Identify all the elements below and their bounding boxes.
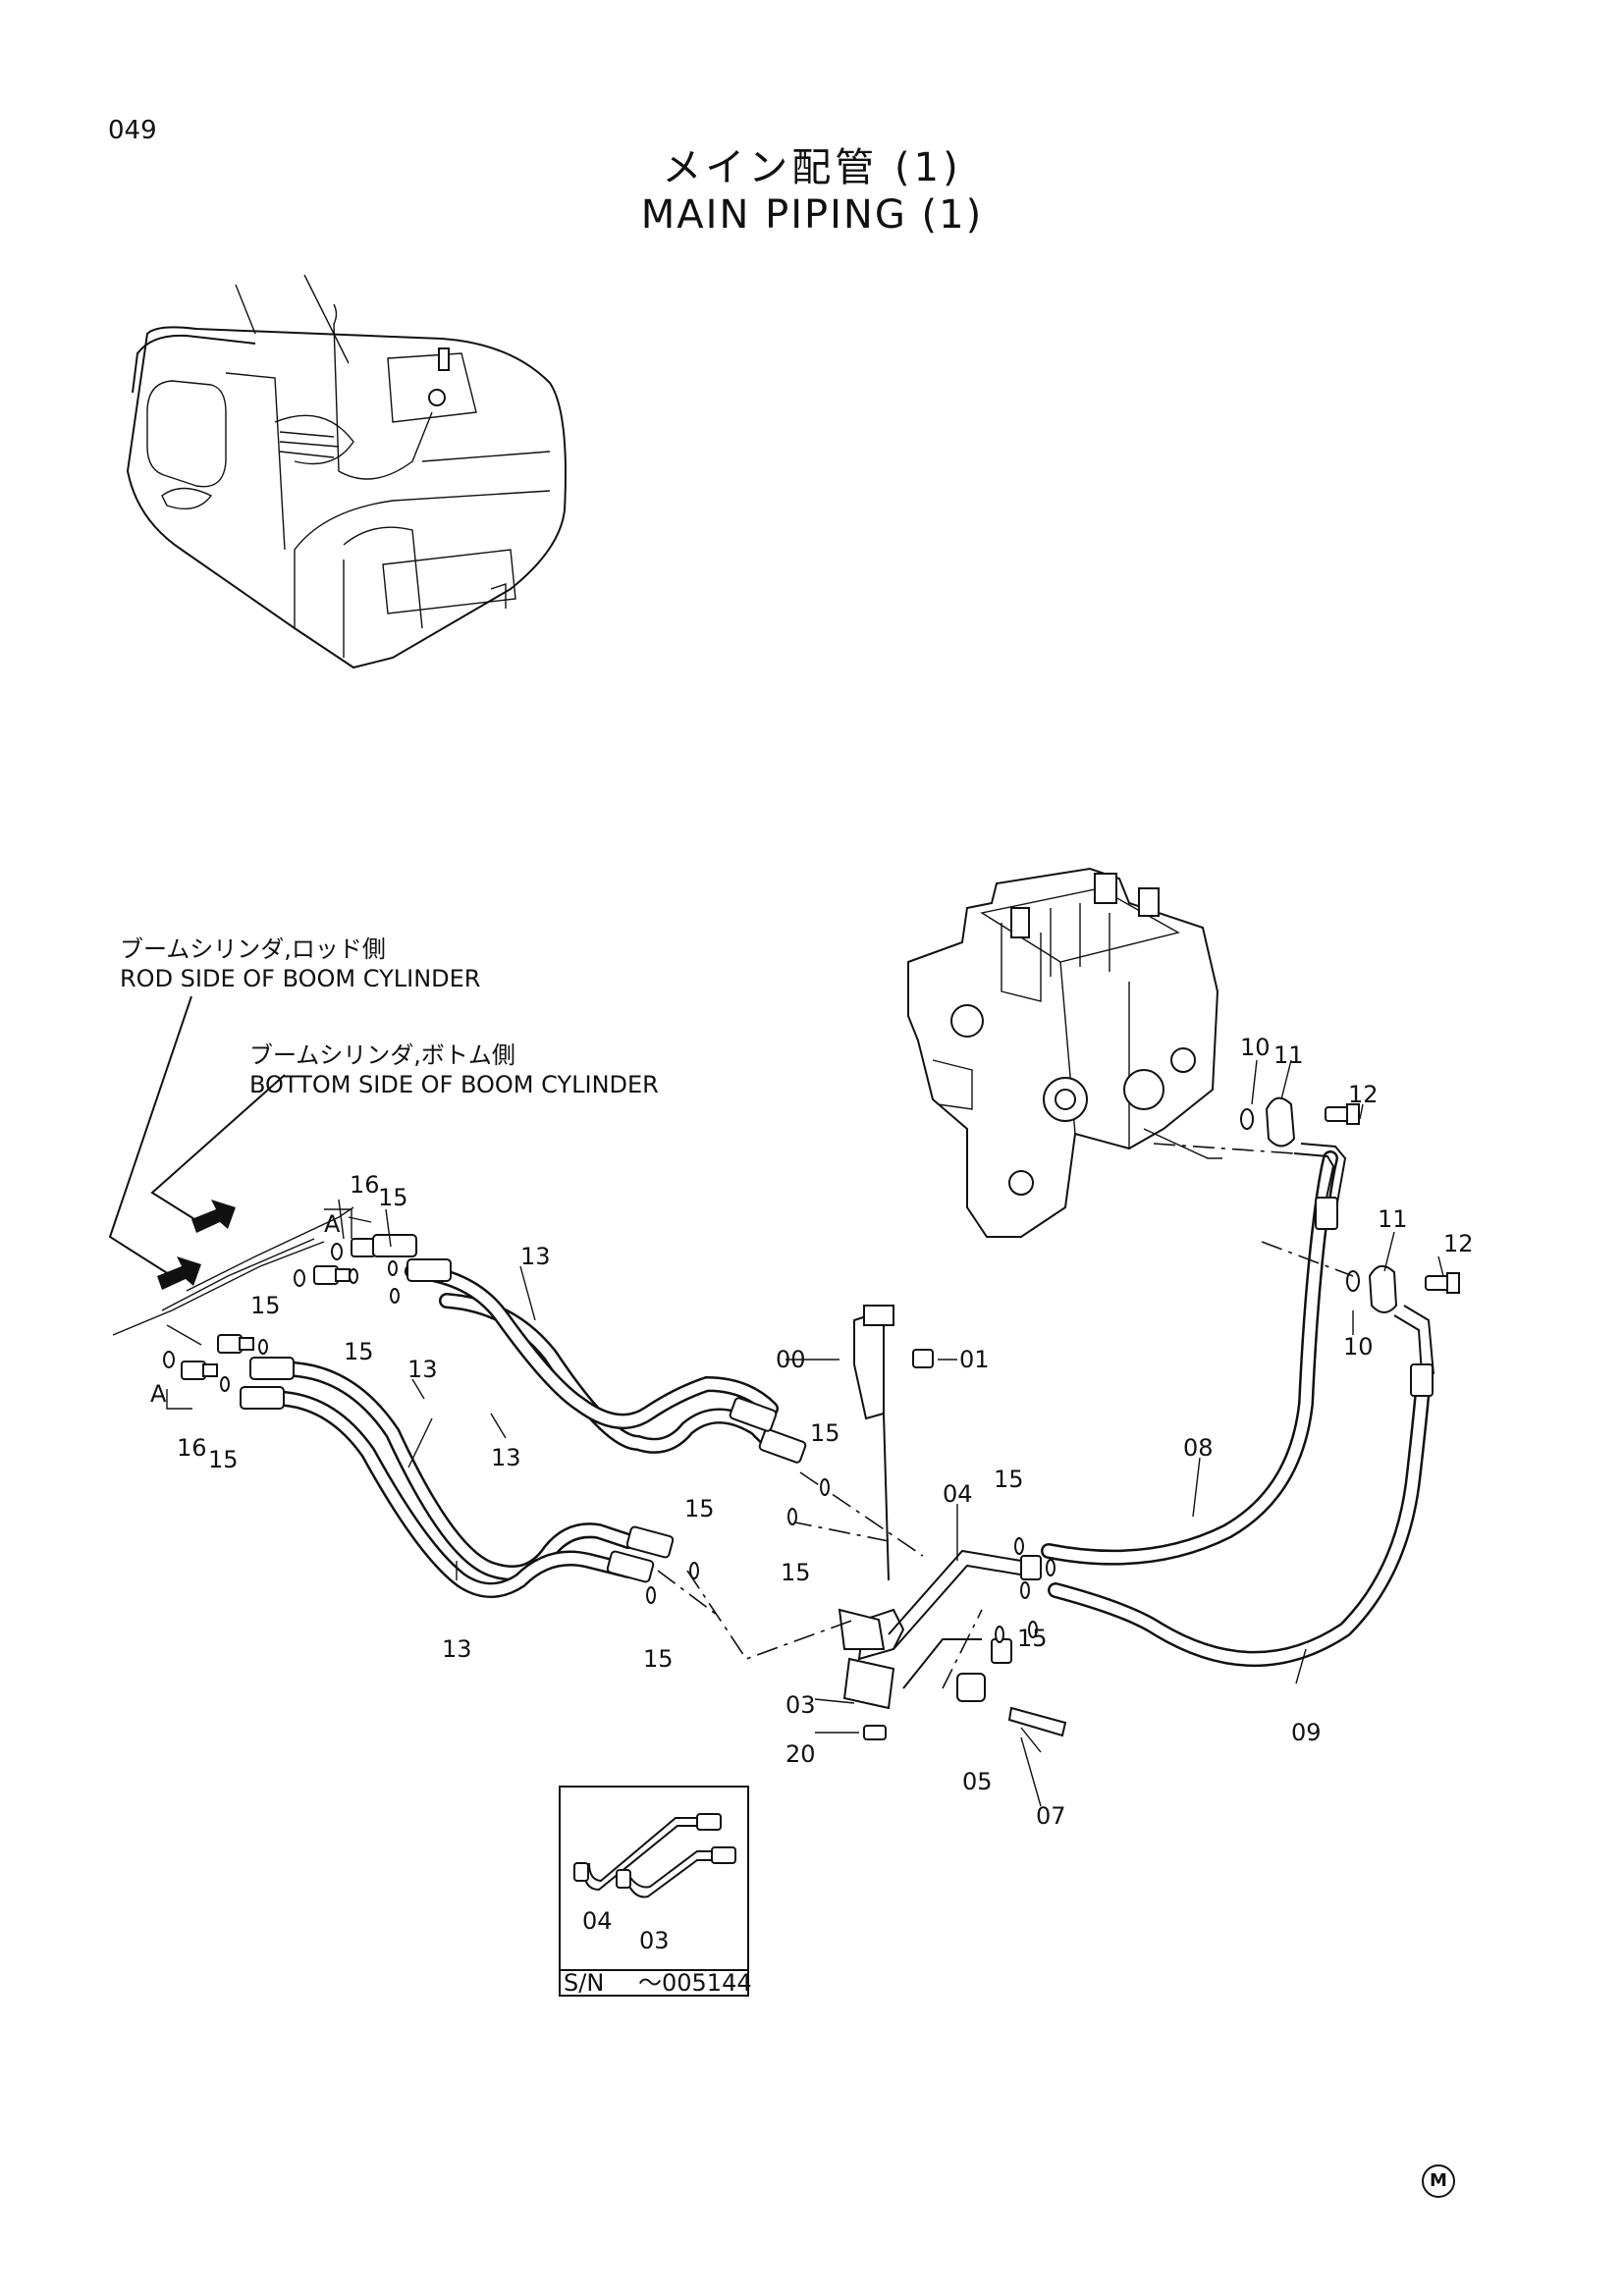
callout-12-a: 12: [1348, 1081, 1379, 1108]
excavator-overview-illustration: [126, 274, 567, 669]
callout-leaders: [166, 1059, 1444, 1807]
control-valve-illustration: [907, 867, 1222, 1238]
flange-parts: [1240, 1096, 1460, 1313]
callout-20: 20: [785, 1740, 816, 1768]
callout-15-left: 15: [250, 1292, 281, 1319]
callout-04: 04: [943, 1480, 973, 1508]
callout-a-bottom: A: [150, 1380, 167, 1408]
inset-label-03: 03: [639, 1927, 670, 1954]
bracket-and-pipes: [838, 1305, 1067, 1740]
inset-serial-label: S/N: [564, 1969, 604, 1997]
callout-15-m1: 15: [810, 1419, 840, 1447]
hoses-13: [240, 1234, 807, 1598]
inset-label-04: 04: [582, 1907, 613, 1935]
callout-15-left2: 15: [344, 1338, 374, 1365]
callout-a-top: A: [324, 1210, 341, 1238]
callout-10-b: 10: [1343, 1333, 1374, 1361]
callout-15-m2: 15: [684, 1495, 715, 1522]
callout-11-b: 11: [1378, 1205, 1408, 1233]
callout-13-a: 13: [520, 1243, 551, 1270]
note-rod-ja: ブームシリンダ,ロッド側: [120, 935, 386, 963]
callout-13-d: 13: [442, 1635, 472, 1663]
callout-15-bottom: 15: [208, 1446, 239, 1473]
hoses-08-09: [1041, 1143, 1435, 1667]
callout-15-m4: 15: [643, 1645, 674, 1673]
o-rings: [646, 1478, 1024, 1643]
callout-01: 01: [959, 1346, 990, 1373]
flow-arrows: [157, 1200, 236, 1290]
note-bottom-ja: ブームシリンダ,ボトム側: [249, 1041, 515, 1069]
callout-15-m6: 15: [1017, 1625, 1048, 1652]
page-number: 049: [108, 116, 157, 145]
left-fittings: [163, 1238, 400, 1392]
callout-09: 09: [1291, 1719, 1322, 1746]
callout-05: 05: [962, 1768, 993, 1795]
callout-13-c: 13: [491, 1444, 521, 1471]
manual-mark-icon: M: [1422, 2164, 1455, 2198]
callout-03: 03: [785, 1691, 816, 1719]
inset-box: 04 03 S/N ～005144: [559, 1786, 752, 1997]
callout-12-b: 12: [1443, 1230, 1474, 1257]
callout-10-a: 10: [1240, 1034, 1271, 1061]
page-title-en: MAIN PIPING (1): [640, 192, 984, 238]
callout-16-bottom: 16: [177, 1434, 207, 1462]
callout-13-b: 13: [407, 1356, 438, 1383]
note-rod-en: ROD SIDE OF BOOM CYLINDER: [120, 965, 480, 992]
callout-16-top: 16: [350, 1171, 380, 1199]
callout-15-top: 15: [378, 1184, 408, 1211]
callout-15-m3: 15: [781, 1559, 811, 1586]
callout-07: 07: [1036, 1802, 1066, 1830]
callout-11-a: 11: [1273, 1041, 1304, 1069]
callout-08: 08: [1183, 1434, 1214, 1462]
note-leaders: [108, 995, 372, 1346]
callout-15-m5: 15: [994, 1466, 1024, 1493]
centerlines: [657, 1143, 1354, 1689]
callout-00: 00: [776, 1346, 806, 1373]
note-bottom-en: BOTTOM SIDE OF BOOM CYLINDER: [249, 1071, 659, 1098]
inset-serial-value: ～005144: [638, 1969, 752, 1997]
page-title-ja: メイン配管 (1): [662, 145, 962, 190]
